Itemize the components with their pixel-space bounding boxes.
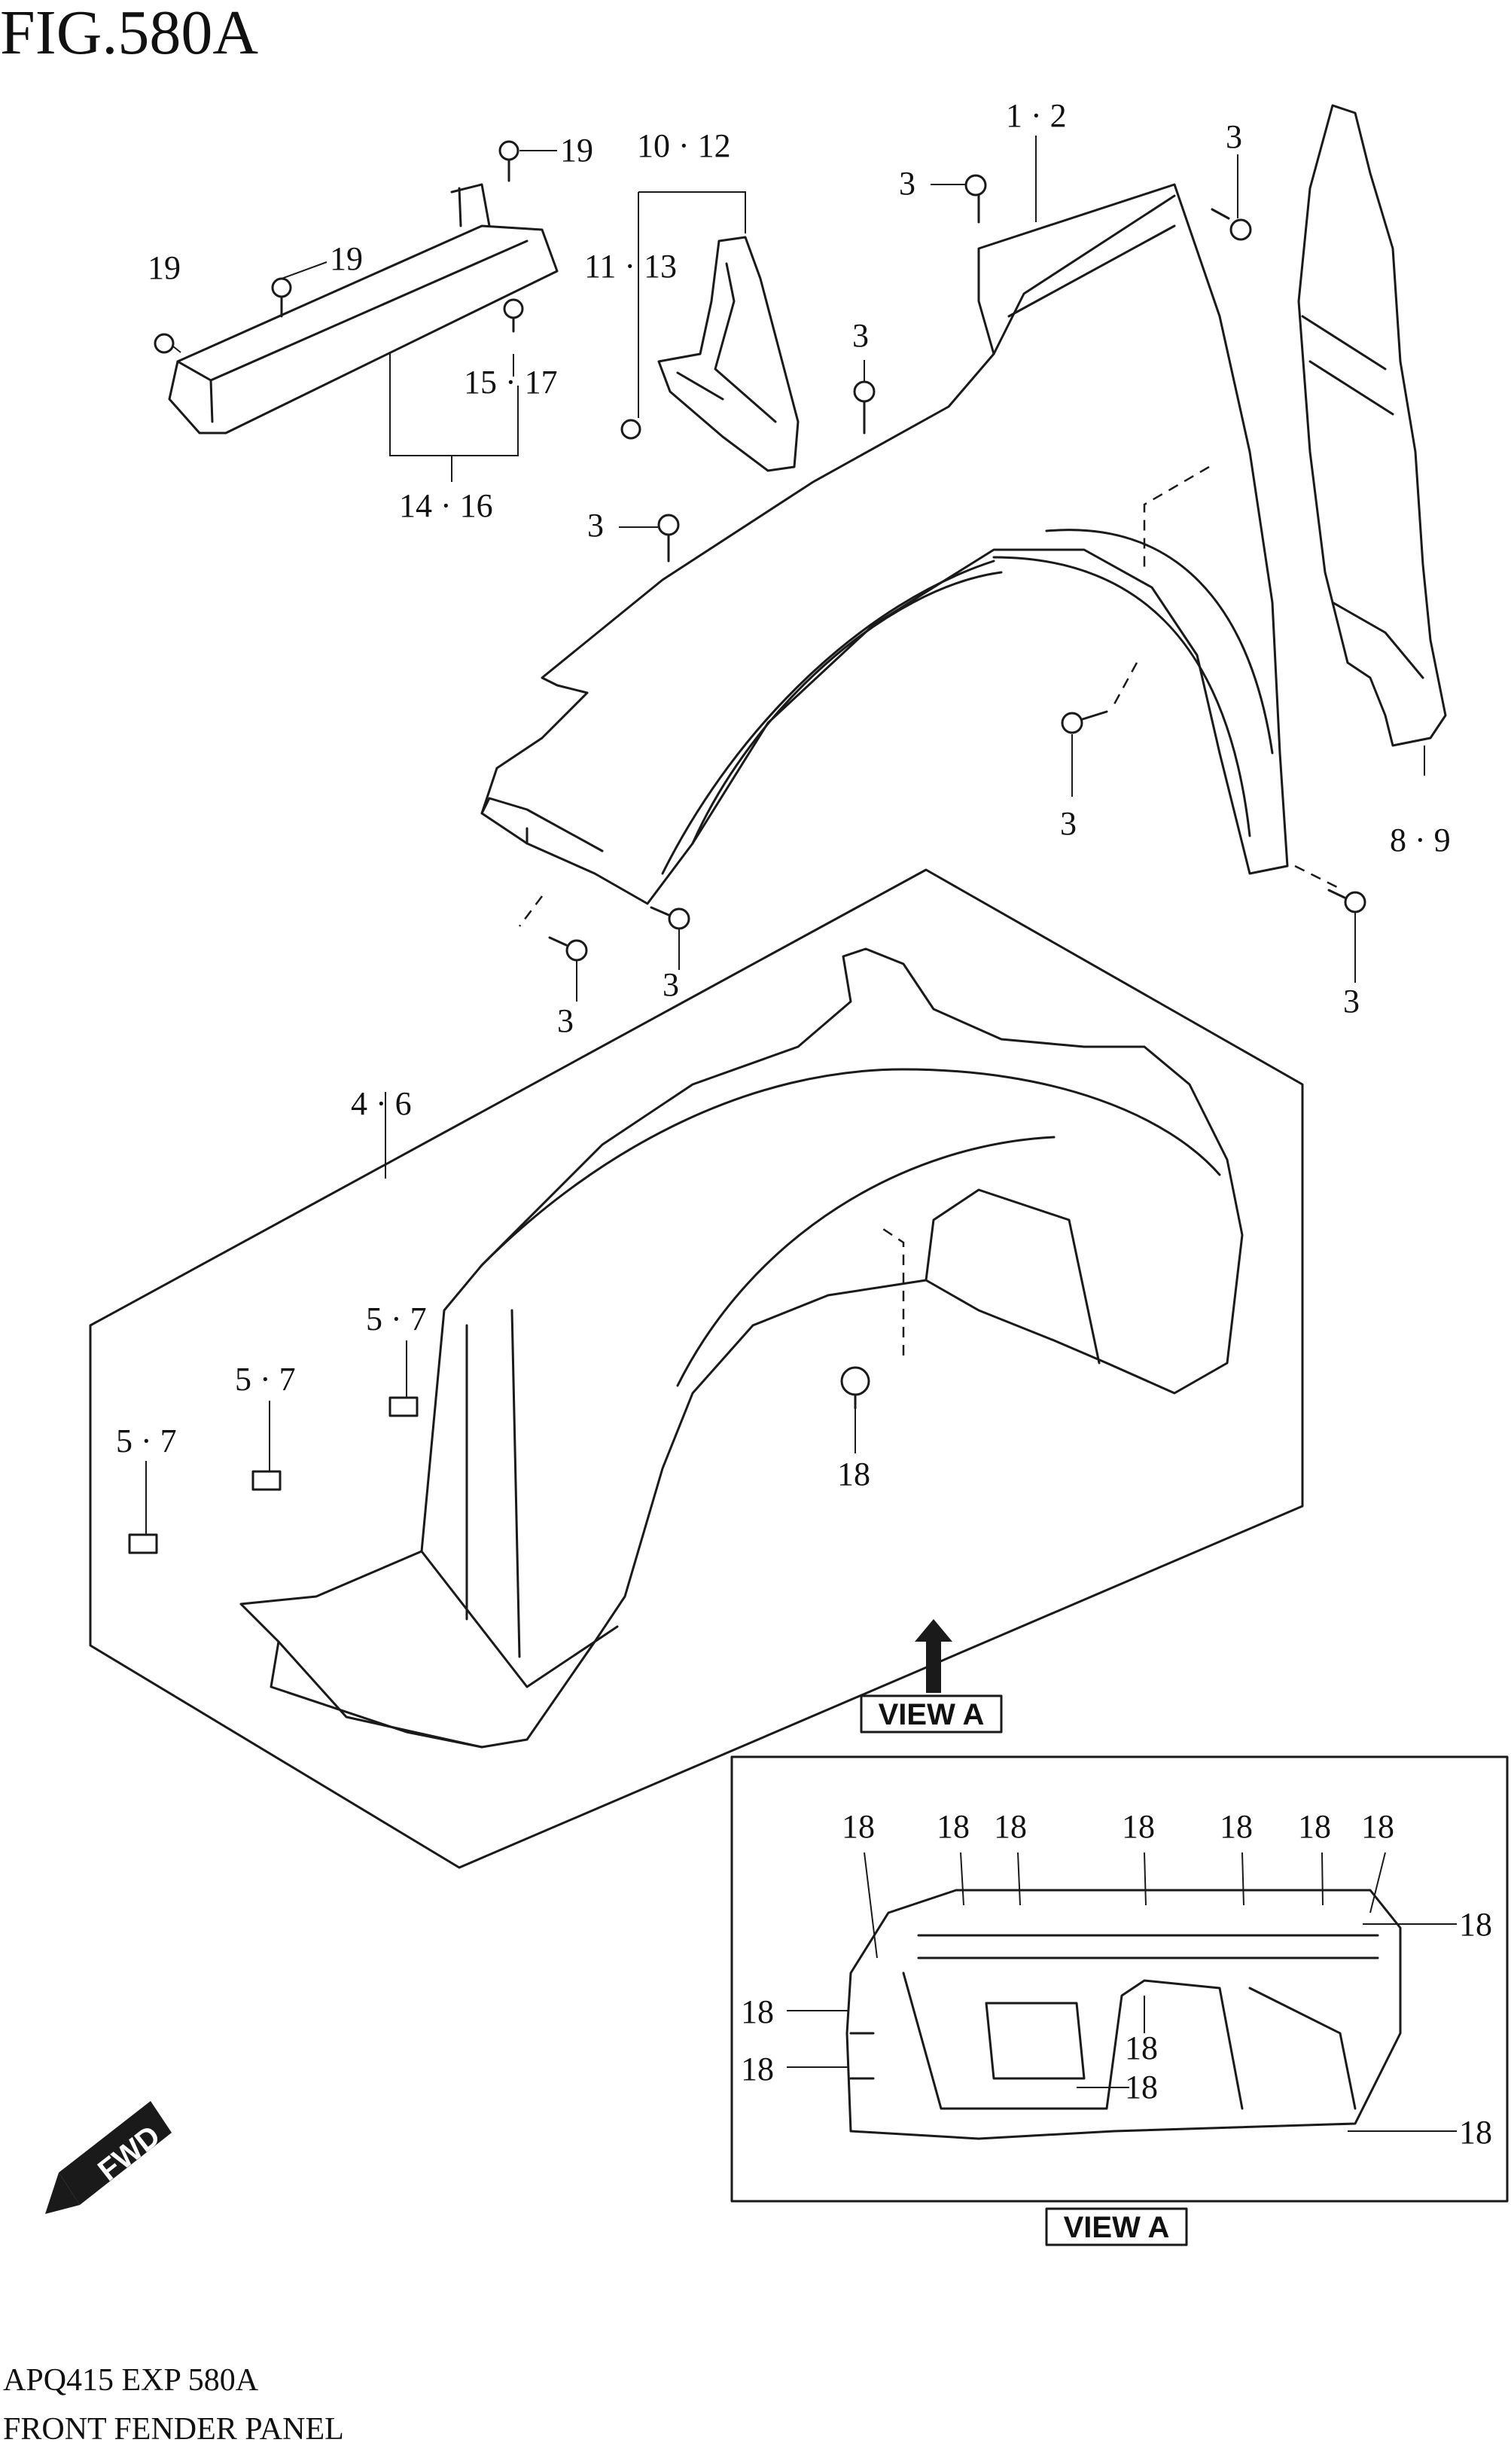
callout-18: 18 [741, 1993, 774, 2030]
fender-seal [1297, 104, 1447, 747]
callout-3: 3 [1226, 118, 1242, 155]
callout-18: 18 [1220, 1808, 1253, 1845]
view-a-text: VIEW A [1064, 2211, 1170, 2244]
clip-19c [154, 333, 175, 354]
view-a-detail [730, 1755, 1509, 2203]
fender-liner [89, 868, 1304, 1869]
leader-lines [145, 136, 1425, 1535]
callout-8-9: 8 · 9 [1390, 822, 1451, 858]
callout-10-12: 10 · 12 [637, 127, 731, 164]
bolt-3a [964, 174, 987, 224]
clip-19b [271, 277, 292, 318]
callout-18: 18 [1125, 2069, 1158, 2106]
view-a-text: VIEW A [879, 1698, 985, 1731]
callout-18: 18 [837, 1456, 870, 1493]
clip-19a [498, 140, 519, 182]
callout-4-6: 4 · 6 [351, 1085, 412, 1122]
view-a-arrow [915, 1619, 952, 1693]
fasteners [128, 140, 1366, 1554]
callout-5-7: 5 · 7 [116, 1423, 177, 1459]
callout-11-13: 11 · 13 [584, 248, 677, 285]
clip-11-13 [620, 419, 641, 440]
front-fender [480, 183, 1289, 905]
nut-5-7a [388, 1396, 419, 1417]
undercover-bracket [168, 183, 559, 435]
callout-1-2: 1 · 2 [1006, 97, 1067, 134]
bolt-3d [657, 514, 680, 563]
callout-18: 18 [1122, 1808, 1155, 1845]
callout-3: 3 [663, 966, 679, 1003]
callout-labels: 1 · 2 3 3 3 3 3 3 3 3 19 19 19 10 · 12 1… [116, 97, 1451, 1493]
view-a-label-bottom: VIEW A [1045, 2207, 1188, 2246]
bolt-3c [853, 380, 876, 435]
fender-bracket [657, 236, 800, 472]
footer-code: APQ415 EXP 580A [3, 2363, 259, 2398]
footer-name: FRONT FENDER PANEL [3, 2412, 344, 2447]
callout-19: 19 [330, 240, 363, 277]
view-a-leaders [787, 1852, 1457, 2132]
fwd-arrow: FWD [45, 2101, 172, 2214]
callout-18: 18 [1361, 1808, 1394, 1845]
callout-3: 3 [587, 507, 604, 544]
callout-3: 3 [1060, 805, 1077, 842]
clip-15-17 [503, 298, 524, 333]
callout-5-7: 5 · 7 [366, 1301, 427, 1337]
bolt-3b [1211, 208, 1252, 241]
bolt-3f [548, 936, 588, 962]
callout-18: 18 [1298, 1808, 1331, 1845]
callout-19: 19 [560, 132, 593, 169]
bolt-3h [1327, 889, 1366, 913]
callout-3: 3 [899, 165, 915, 202]
callout-15-17: 15 · 17 [464, 364, 558, 401]
nut-5-7c [128, 1533, 158, 1554]
bolt-3g [650, 906, 690, 930]
view-a-label-top: VIEW A [860, 1694, 1003, 1734]
nut-5-7b [251, 1470, 282, 1491]
callout-5-7: 5 · 7 [235, 1361, 296, 1398]
callout-14-16: 14 · 16 [399, 487, 493, 524]
callout-19: 19 [148, 249, 181, 286]
callout-18: 18 [1459, 2114, 1492, 2151]
callout-3: 3 [1343, 983, 1360, 1020]
callout-18: 18 [842, 1808, 875, 1845]
callout-18: 18 [1459, 1906, 1492, 1943]
clip-18 [840, 1366, 870, 1410]
view-a-labels: 18 18 18 18 18 18 18 18 18 18 18 18 18 [741, 1808, 1492, 2151]
figure-title: FIG.580A [0, 0, 259, 68]
bolt-3e [1061, 710, 1108, 734]
callout-18: 18 [741, 2051, 774, 2087]
alignment-lines [519, 465, 1341, 1356]
callout-3: 3 [852, 317, 869, 354]
callout-3: 3 [557, 1002, 574, 1039]
callout-18: 18 [937, 1808, 970, 1845]
callout-18: 18 [1125, 2029, 1158, 2066]
callout-18: 18 [994, 1808, 1027, 1845]
